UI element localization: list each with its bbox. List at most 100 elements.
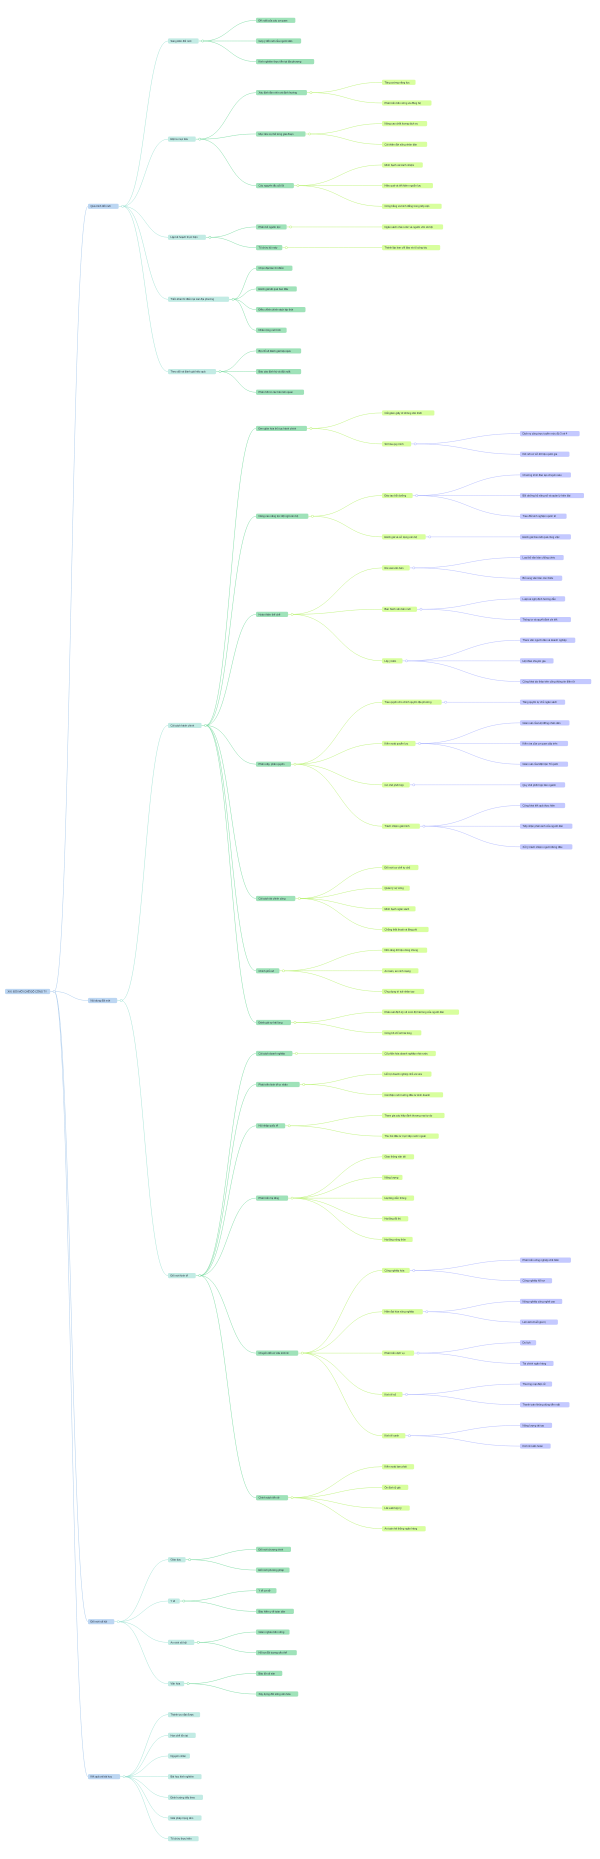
collapse-toggle-icon[interactable] xyxy=(188,1558,191,1562)
collapse-toggle-icon[interactable] xyxy=(298,897,301,900)
mindmap-node-cong-khai-ket-qua-thuc-hien[interactable]: Công khai kết quả thực hiện xyxy=(520,802,566,809)
collapse-toggle-icon[interactable] xyxy=(413,442,417,446)
mindmap-node-minh-bach-ngan-sach[interactable]: Minh bạch ngân sách xyxy=(382,906,416,912)
mindmap-node-so-hoa-quy-trinh[interactable]: Số hóa quy trình xyxy=(382,441,412,447)
mindmap-node-nang-cao-chat-luong-dich-vu[interactable]: Nâng cao chất lượng dịch vụ xyxy=(382,121,428,127)
mindmap-node-sang-kien-doi-moi[interactable]: Sáng kiến đổi mới xyxy=(168,38,199,44)
mindmap-node-cai-cach-hanh-chinh[interactable]: Cải cách hành chính xyxy=(168,722,202,729)
mindmap-node-cat-giam-giay-to-khong-can-thiet[interactable]: Cắt giảm giấy tờ không cần thiết xyxy=(382,410,435,416)
mindmap-node-trien-khai-thi-diem-tai-cac-dia-phuong[interactable]: Triển khai thí điểm tại các địa phương xyxy=(168,296,230,302)
mindmap-node-tiep-nhan-phan-anh-cua-nguoi-dan[interactable]: Tiếp nhận phản ánh của người dân xyxy=(520,823,573,829)
mindmap-node-lien-ket-chuoi-gia-tri[interactable]: Liên kết chuỗi giá trị xyxy=(520,1319,558,1325)
mindmap-node-khao-sat-dinh-ky-ve-muc-do-hai-long-cua-[interactable]: Khảo sát định kỳ về mức độ hài lòng của … xyxy=(382,1009,460,1015)
mindmap-node-ha-tang-do-thi[interactable]: Hạ tầng đô thị xyxy=(382,1216,409,1222)
mindmap-node-lai-suat-hop-ly[interactable]: Lãi suất hợp lý xyxy=(382,1505,410,1511)
mindmap-node-bao-cao-dinh-ky-va-dot-xuat[interactable]: Báo cáo định kỳ và đột xuất xyxy=(256,369,302,375)
mindmap-node-y-te-co-so[interactable]: Y tế cơ sở xyxy=(256,1588,277,1594)
mindmap-node-dinh-huong-tiep-theo[interactable]: Định hướng tiếp theo xyxy=(168,1794,203,1800)
collapse-toggle-icon[interactable] xyxy=(444,700,447,704)
mindmap-node-chuyen-doi-co-cau-kinh-te[interactable]: Chuyển đổi cơ cấu kinh tế xyxy=(256,1350,299,1356)
collapse-toggle-icon[interactable] xyxy=(425,1310,429,1314)
mindmap-node-cai-cach-doanh-nghiep[interactable]: Cải cách doanh nghiệp xyxy=(256,1050,293,1057)
mindmap-node-dat-ra-muc-tieu[interactable]: Đặt ra mục tiêu xyxy=(168,136,196,142)
mindmap-node-doi-moi-chuong-trinh[interactable]: Đổi mới chương trình xyxy=(256,1546,291,1552)
mindmap-node-trao-doi-kinh-nghiem-quoc-te[interactable]: Trao đổi kinh nghiệm quốc tế xyxy=(520,513,567,519)
mindmap-node-bai-hoc-kinh-nghiem[interactable]: Bài học kinh nghiệm xyxy=(168,1774,202,1780)
mindmap-node-noi-dung-doi-moi[interactable]: Nội dung đổi mới xyxy=(88,997,118,1004)
collapse-toggle-icon[interactable] xyxy=(231,297,235,301)
mindmap-node-ung-dung-tri-tue-nhan-tao[interactable]: Ứng dụng trí tuệ nhân tạo xyxy=(382,988,425,995)
mindmap-node-boi-duong-ky-nang-so-va-quan-ly-hien-dai[interactable]: Bồi dưỡng kỹ năng số và quản lý hiện đại xyxy=(520,492,584,499)
collapse-toggle-icon[interactable] xyxy=(290,1496,294,1500)
mindmap-node-van-hoa[interactable]: Văn hóa xyxy=(168,1681,185,1687)
mindmap-node-xac-dinh-tam-nhin-va-dinh-huong[interactable]: Xác định tầm nhìn và định hướng xyxy=(256,90,307,96)
mindmap-node-de-xuat-cua-cac-co-quan[interactable]: Đề xuất của các cơ quan xyxy=(256,17,296,23)
mindmap-node-giao-thong-van-tai[interactable]: Giao thông vận tải xyxy=(382,1154,415,1160)
collapse-toggle-icon[interactable] xyxy=(405,659,408,663)
mindmap-node-quy-che-phoi-hop-lien-nganh[interactable]: Quy chế phối hợp liên ngành xyxy=(520,782,566,788)
mindmap-node-du-lich[interactable]: Du lịch xyxy=(520,1340,537,1346)
mindmap-node-ha-tang-nong-thon[interactable]: Hạ tầng nông thôn xyxy=(382,1236,413,1243)
mindmap-node-doi-moi-xa-hoi[interactable]: Đổi mới xã hội xyxy=(88,1619,115,1625)
mindmap-node-tham-van-nguoi-dan-va-doanh-nghiep[interactable]: Tham vấn người dân và doanh nghiệp xyxy=(520,637,576,643)
collapse-toggle-icon[interactable] xyxy=(309,91,313,94)
collapse-toggle-icon[interactable] xyxy=(296,184,300,187)
mindmap-node-bo-chi-so-danh-gia-hieu-qua[interactable]: Bộ chỉ số đánh giá hiệu quả xyxy=(256,348,302,354)
collapse-toggle-icon[interactable] xyxy=(289,225,292,229)
mindmap-node-cong-nghiep-ho-tro[interactable]: Công nghiệp hỗ trợ xyxy=(520,1278,553,1284)
mindmap-node-cac-nguyen-tac-cot-loi[interactable]: Các nguyên tắc cốt lõi xyxy=(256,183,294,189)
collapse-toggle-icon[interactable] xyxy=(121,204,124,208)
mindmap-node-qua-trinh-doi-moi[interactable]: Quá trình đổi mới xyxy=(88,203,119,209)
collapse-toggle-icon[interactable] xyxy=(311,514,314,518)
mindmap-node-theo-doi-va-danh-gia-hieu-qua[interactable]: Theo dõi và đánh giá hiệu quả xyxy=(168,369,217,375)
mindmap-node-don-gian-hoa-thu-tuc-hanh-chinh[interactable]: Đơn giản hóa thủ tục hành chính xyxy=(256,425,307,432)
mindmap-node-ban-hanh-van-ban-moi[interactable]: Ban hành văn bản mới xyxy=(382,606,417,612)
mindmap-node-an-toan-he-thong-ngan-hang[interactable]: An toàn hệ thống ngân hàng xyxy=(382,1526,426,1532)
mindmap-node-dich-vu-cong-truc-tuyen-muc-do-3-va-4[interactable]: Dịch vụ công trực tuyến mức độ 3 và 4 xyxy=(520,430,580,437)
mindmap-node-y-te[interactable]: Y tế xyxy=(168,1598,180,1604)
mindmap-node-luat-va-nghi-dinh-huong-dan[interactable]: Luật và nghị định hướng dẫn xyxy=(520,596,566,602)
collapse-toggle-icon[interactable] xyxy=(309,427,313,430)
collapse-toggle-icon[interactable] xyxy=(422,824,426,828)
mindmap-node-thu-hut-dau-tu-truc-tiep-nuoc-ngoai[interactable]: Thu hút đầu tư trực tiếp nước ngoài xyxy=(382,1133,439,1139)
mindmap-node-dao-tao-boi-duong[interactable]: Đào tạo bồi dưỡng xyxy=(382,492,413,499)
collapse-toggle-icon[interactable] xyxy=(284,246,288,249)
collapse-toggle-icon[interactable] xyxy=(293,762,297,766)
mindmap-node-kinh-te-tuan-hoan[interactable]: Kinh tế tuần hoàn xyxy=(520,1443,551,1449)
mindmap-node-phat-trien-dich-vu[interactable]: Phát triển dịch vụ xyxy=(382,1350,415,1356)
collapse-toggle-icon[interactable] xyxy=(405,1393,408,1396)
collapse-toggle-icon[interactable] xyxy=(290,1196,294,1200)
mindmap-node-loai-bo-van-ban-chong-cheo[interactable]: Loại bỏ văn bản chồng chéo xyxy=(520,554,564,561)
mindmap-node-on-dinh-ty-gia[interactable]: Ổn định tỷ giá xyxy=(382,1484,409,1490)
mindmap-node-danh-gia-theo-ket-qua-cong-viec[interactable]: Đánh giá theo kết quả công việc xyxy=(520,534,571,540)
mindmap-node-nhan-rong-mo-hinh[interactable]: Nhân rộng mô hình xyxy=(256,327,287,333)
mindmap-node-han-che-ton-tai[interactable]: Hạn chế tồn tại xyxy=(168,1732,196,1738)
collapse-toggle-icon[interactable] xyxy=(282,969,285,973)
collapse-toggle-icon[interactable] xyxy=(196,1641,200,1644)
collapse-toggle-icon[interactable] xyxy=(308,132,311,136)
collapse-toggle-icon[interactable] xyxy=(293,1021,297,1024)
mindmap-node-xay-dung-doi-song-van-hoa[interactable]: Xây dựng đời sống văn hóa xyxy=(256,1691,299,1697)
collapse-toggle-icon[interactable] xyxy=(418,742,421,745)
mindmap-node-tham-gia-cac-hiep-dinh-thuong-mai-tu-do[interactable]: Tham gia các hiệp định thương mại tự do xyxy=(382,1112,445,1119)
collapse-toggle-icon[interactable] xyxy=(208,235,212,239)
collapse-toggle-icon[interactable] xyxy=(412,783,416,787)
collapse-toggle-icon[interactable] xyxy=(287,1124,291,1128)
mindmap-node-ha-tang-vien-thong[interactable]: Hạ tầng viễn thông xyxy=(382,1195,415,1201)
mindmap-node-nguyen-nhan[interactable]: Nguyên nhân xyxy=(168,1753,190,1759)
mindmap-node-thuong-mai-dien-tu[interactable]: Thương mại điện tử xyxy=(520,1381,553,1387)
mindmap-node-hieu-qua-va-tiet-kiem-nguon-luc[interactable]: Hiệu quả và tiết kiệm nguồn lực xyxy=(382,183,433,189)
mindmap-node-kiem-soat-lam-phat[interactable]: Kiểm soát lạm phát xyxy=(382,1464,415,1470)
mindmap-node-chon-dia-ban-thi-diem[interactable]: Chọn địa bàn thí điểm xyxy=(256,265,293,271)
mindmap-node-nen-tang-du-lieu-dung-chung[interactable]: Nền tảng dữ liệu dùng chung xyxy=(382,947,428,953)
mindmap-node-kinh-te-so[interactable]: Kinh tế số xyxy=(382,1391,403,1398)
mindmap-node-phat-trien-cong-nghiep-che-bien[interactable]: Phát triển công nghiệp chế biến xyxy=(520,1257,571,1263)
mindmap-node-bao-hiem-y-te-toan-dan[interactable]: Bảo hiểm y tế toàn dân xyxy=(256,1608,294,1614)
mindmap-node-to-chuc-thuc-hien[interactable]: Tổ chức thực hiện xyxy=(168,1836,199,1842)
mindmap-node-ra-soat-van-ban[interactable]: Rà soát văn bản xyxy=(382,565,410,571)
collapse-toggle-icon[interactable] xyxy=(218,370,222,373)
collapse-toggle-icon[interactable] xyxy=(295,1052,298,1055)
mindmap-node-phat-trien-ha-tang[interactable]: Phát triển hạ tầng xyxy=(256,1195,289,1201)
collapse-toggle-icon[interactable] xyxy=(119,999,123,1002)
mindmap-node-thanh-tuu-dat-duoc[interactable]: Thành tựu đạt được xyxy=(168,1712,201,1718)
